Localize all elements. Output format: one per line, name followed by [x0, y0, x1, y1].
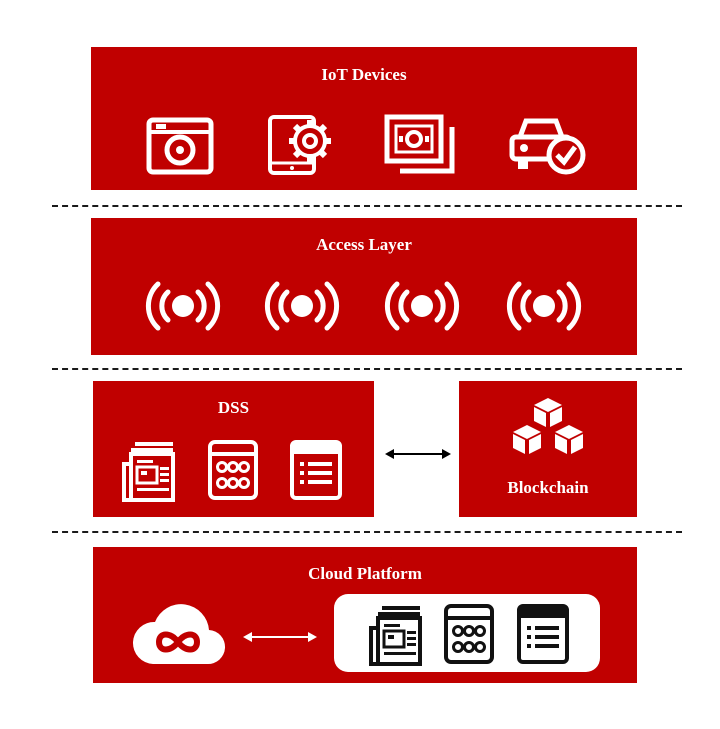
iot-devices-box: IoT Devices: [91, 47, 637, 190]
newspaper-icon: [121, 439, 177, 503]
money-icon: [384, 113, 456, 179]
layer-divider-2: [52, 368, 682, 370]
cloud-platform-box: Cloud Platform: [93, 547, 637, 683]
keypad-icon: [443, 603, 495, 665]
cloud-services-panel: [334, 594, 600, 672]
cloud-arrow: [243, 629, 317, 645]
tablet-settings-icon: [266, 113, 338, 177]
layer-divider-3: [52, 531, 682, 533]
dss-blockchain-arrow: [385, 446, 451, 462]
newspaper-icon: [368, 603, 424, 667]
iot-devices-title: IoT Devices: [321, 65, 407, 84]
signal-icon: [145, 280, 221, 332]
car-check-icon: [508, 115, 586, 177]
list-icon: [516, 603, 570, 665]
layer-divider-1: [52, 205, 682, 207]
list-icon: [289, 439, 343, 501]
cloud-platform-title: Cloud Platform: [308, 564, 422, 583]
signal-icon: [264, 280, 340, 332]
dss-title: DSS: [217, 398, 250, 417]
camera-icon: [146, 117, 214, 175]
access-layer-title: Access Layer: [316, 235, 412, 254]
dss-box: DSS: [93, 381, 374, 517]
signal-icon: [506, 280, 582, 332]
signal-icon: [384, 280, 460, 332]
cloud-infinity-icon: [131, 594, 226, 666]
access-layer-box: Access Layer: [91, 218, 637, 355]
blockchain-box: Blockchain: [459, 381, 637, 517]
blockchain-title: Blockchain: [507, 478, 589, 497]
keypad-icon: [207, 439, 259, 501]
cubes-icon: [510, 395, 586, 463]
